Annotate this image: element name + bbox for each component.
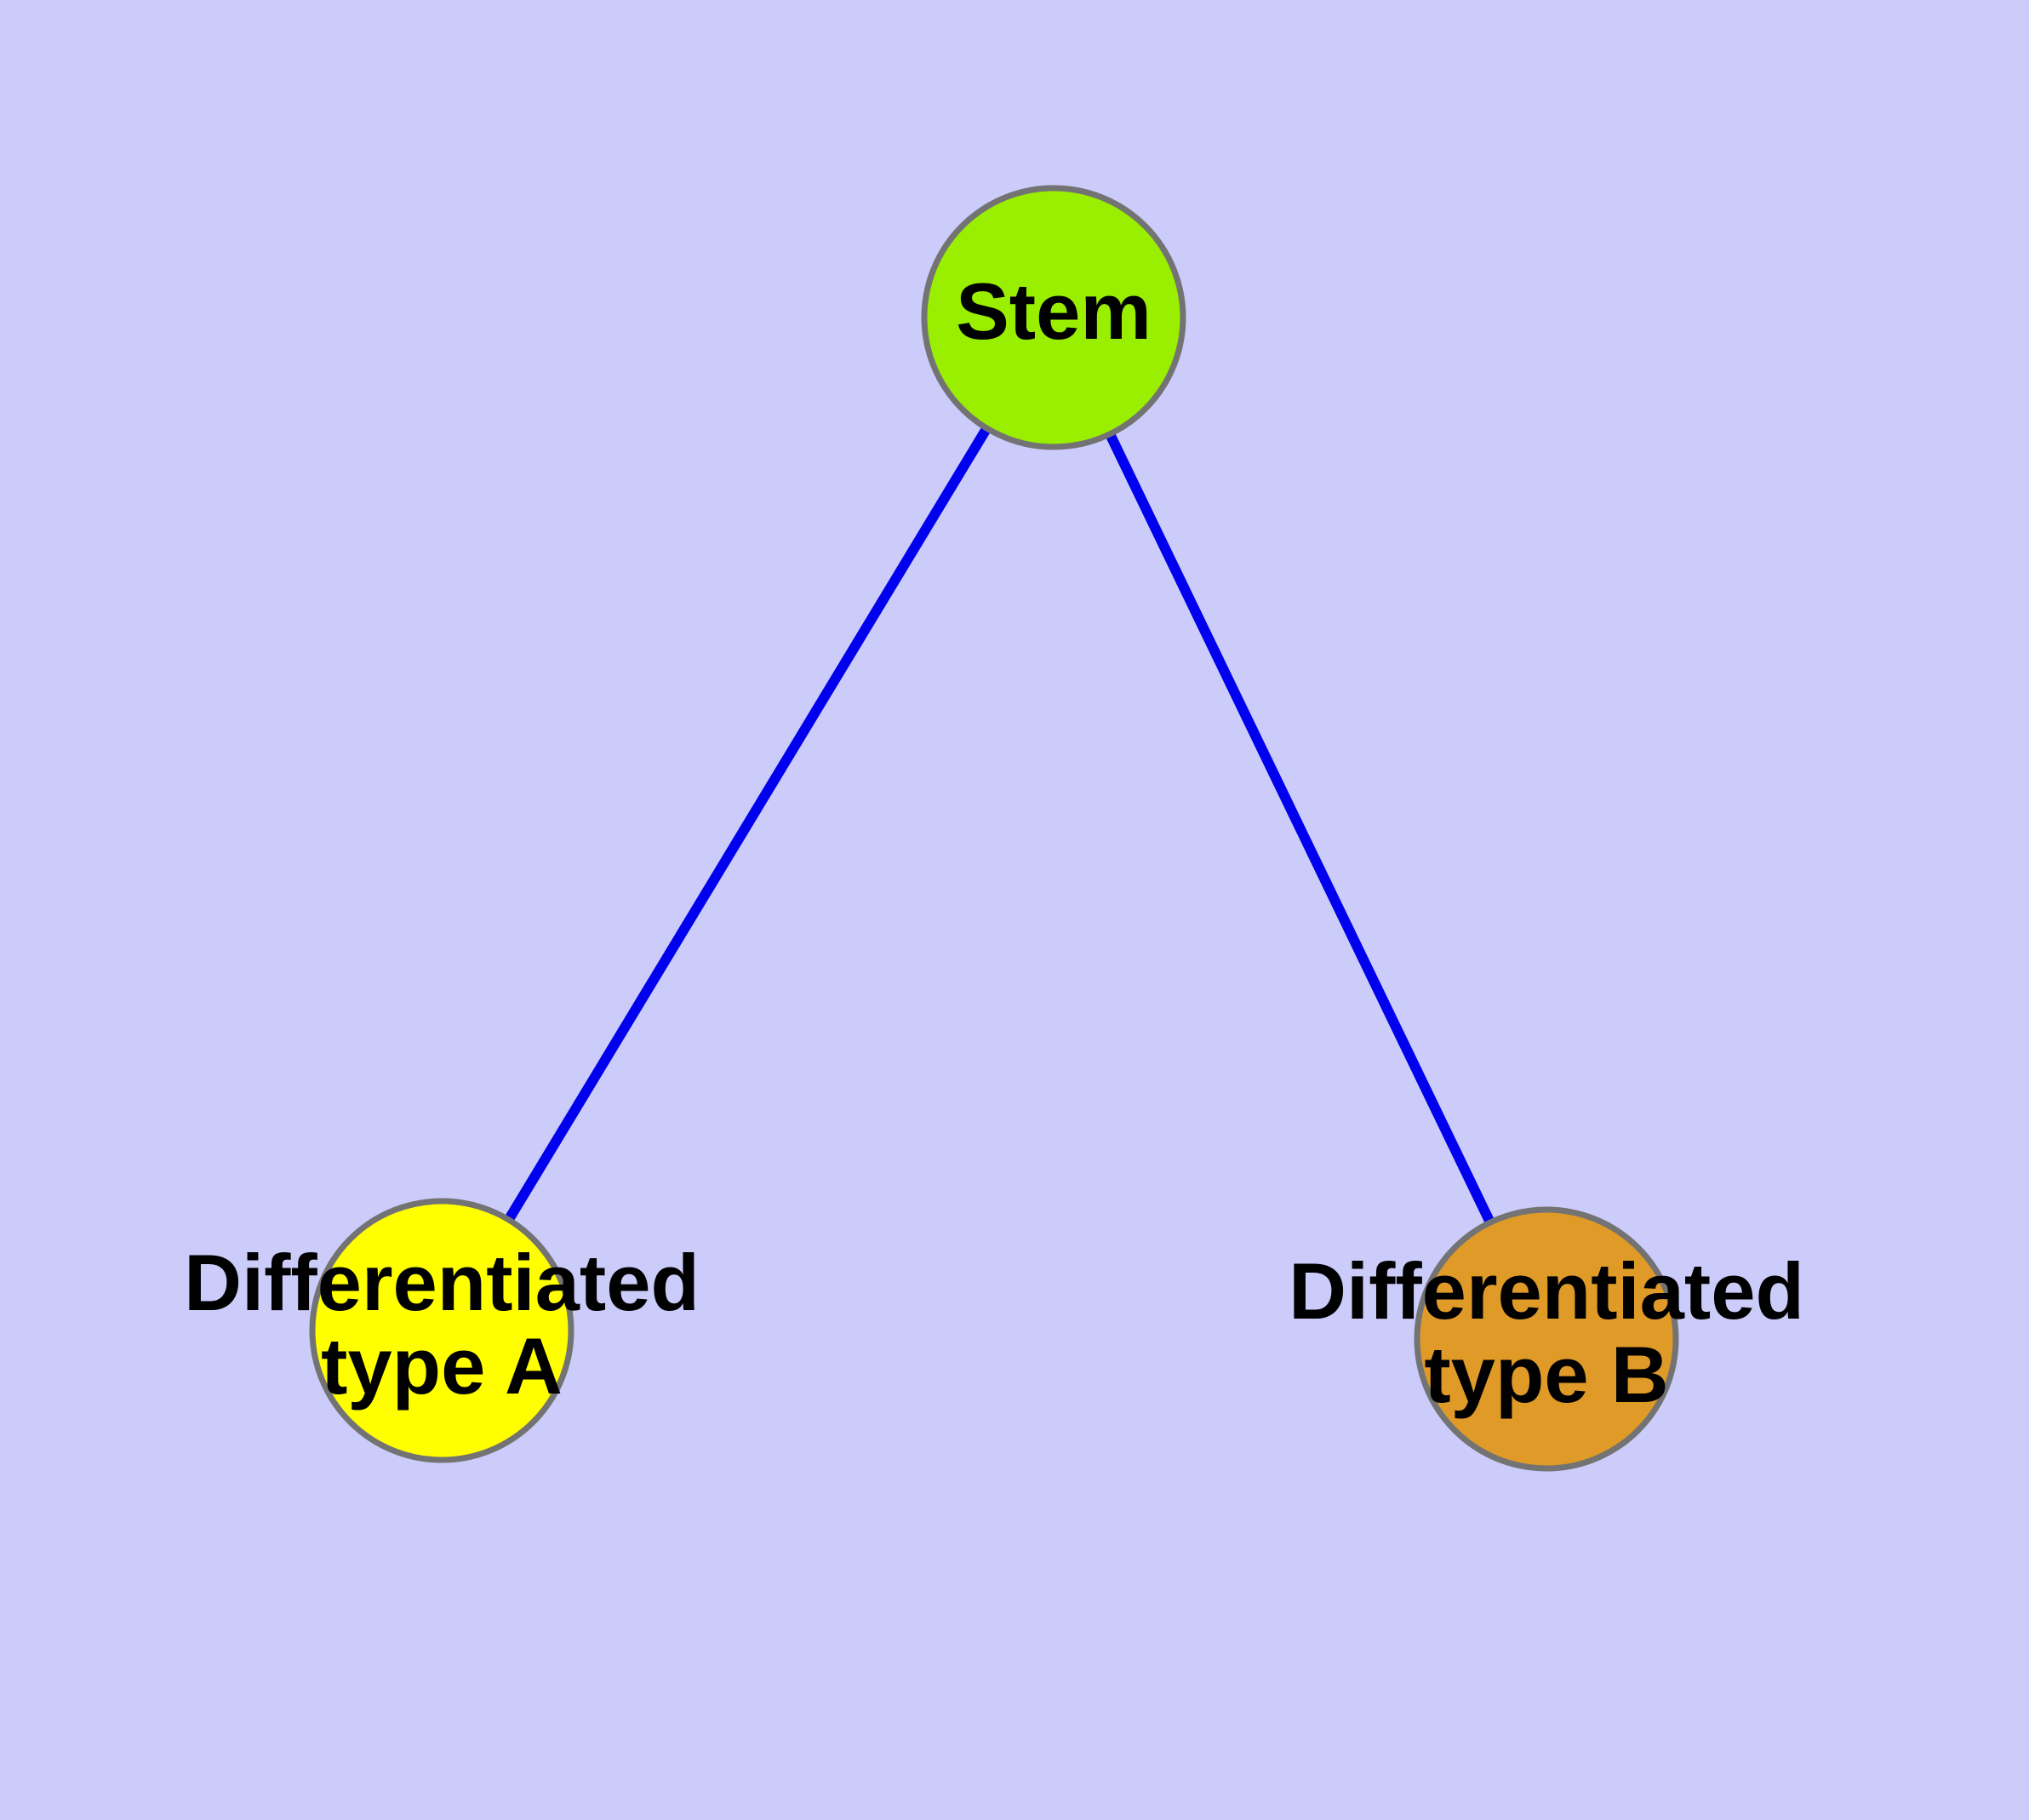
node-label-line: Stem bbox=[956, 266, 1152, 356]
graph-node-stem[interactable]: Stem bbox=[921, 185, 1186, 450]
node-circle-diff-b[interactable] bbox=[1414, 1206, 1679, 1472]
node-label-line: Differentiated bbox=[184, 1238, 700, 1327]
node-label-line: type A bbox=[321, 1321, 563, 1411]
node-circle-stem[interactable] bbox=[921, 185, 1186, 450]
node-circle-diff-a[interactable] bbox=[309, 1198, 574, 1463]
edge-layer bbox=[504, 425, 1495, 1225]
node-label-line: type B bbox=[1424, 1330, 1668, 1419]
graph-edge[interactable] bbox=[1105, 432, 1495, 1225]
node-label-stem: Stem bbox=[956, 266, 1152, 356]
node-label-line: Differentiated bbox=[1289, 1246, 1804, 1336]
graph-edge[interactable] bbox=[504, 425, 992, 1223]
